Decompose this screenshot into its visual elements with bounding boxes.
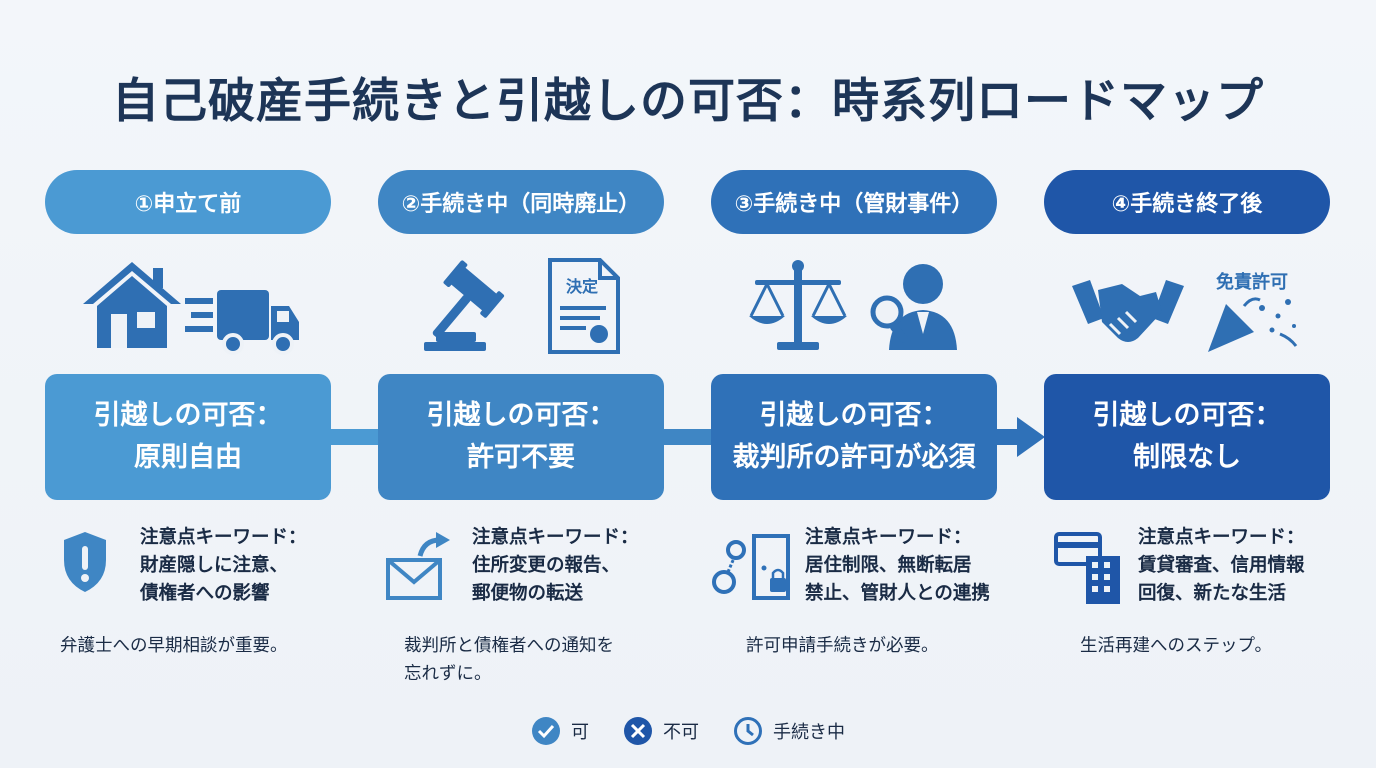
stage-2-keyword-title: 注意点キーワード： [472, 527, 639, 548]
stage-3-status: 引越しの可否： 裁判所の許可が必須 [711, 374, 997, 500]
stage-1-label: ①申立て前 [45, 170, 331, 234]
stage-4-keyword-line1: 賃貸審査、信用情報 [1138, 554, 1305, 576]
stage-3-keyword-line2: 禁止、管財人との連携 [805, 582, 990, 604]
legend-item-in-progress: 手続き中 [733, 716, 845, 746]
stage-2-keywords: 注意点キーワード： 住所変更の報告、 郵便物の転送 [472, 524, 639, 607]
cross-circle-icon [624, 717, 652, 745]
stage-4-icons: 免責許可 [1044, 256, 1330, 356]
connector-2-3 [664, 429, 711, 445]
celebration-text: 免責許可 [1216, 271, 1288, 293]
stage-1-keyword-line2: 債権者への影響 [140, 582, 270, 604]
gavel-icon [424, 260, 505, 351]
handcuff-door-icon [712, 534, 790, 600]
document-icon: 決定 [548, 258, 620, 354]
stage-2-note-line1: 裁判所と債権者への通知を [404, 636, 614, 656]
stage-1-status: 引越しの可否： 原則自由 [45, 374, 331, 500]
stage-1-note-line1: 弁護士への早期相談が重要。 [60, 636, 288, 656]
stage-3-status-line1: 引越しの可否： [759, 400, 949, 432]
connector-1-2 [331, 429, 378, 445]
stage-2-note-line2: 忘れずに。 [404, 664, 492, 684]
shield-warning-icon [64, 532, 106, 592]
trustee-icon [870, 264, 957, 350]
moving-truck-icon [185, 290, 299, 355]
stage-3-note: 許可申請手続きが必要。 [746, 632, 939, 660]
stage-4-status-line1: 引越しの可否： [1092, 400, 1282, 432]
house-icon [83, 262, 181, 348]
celebration-icon: 免責許可 [1208, 271, 1298, 352]
stage-3-keyword-title: 注意点キーワード： [805, 527, 972, 548]
stage-2-status: 引越しの可否： 許可不要 [378, 374, 664, 500]
legend-item-ng: 不可 [623, 716, 699, 746]
stage-2-keyword-line2: 郵便物の転送 [472, 582, 584, 604]
stage-4-keywords: 注意点キーワード： 賃貸審査、信用情報 回復、新たな生活 [1138, 524, 1305, 607]
check-circle-icon [532, 717, 560, 745]
stage-2-keyword-line1: 住所変更の報告、 [472, 554, 621, 576]
stage-2-status-line2: 許可不要 [467, 442, 575, 473]
stage-4-status-line2: 制限なし [1133, 442, 1241, 473]
stage-4-keyword-line2: 回復、新たな生活 [1138, 582, 1287, 604]
card-building-icon [1054, 532, 1120, 604]
stage-3-icons [711, 256, 997, 356]
stage-1-status-line2: 原則自由 [134, 442, 242, 473]
stage-1-keywords: 注意点キーワード： 財産隠しに注意、 債権者への影響 [140, 524, 307, 607]
stage-4-note-line1: 生活再建へのステップ。 [1080, 636, 1272, 656]
legend-label-in-progress: 手続き中 [773, 722, 845, 743]
stage-4-label: ④手続き終了後 [1044, 170, 1330, 234]
handshake-icon [1072, 280, 1184, 342]
stage-1-keyword-title: 注意点キーワード： [140, 527, 307, 548]
stage-3-keywords: 注意点キーワード： 居住制限、無断転居 禁止、管財人との連携 [805, 524, 990, 607]
mail-forward-icon [386, 532, 450, 600]
connector-arrow-3-4 [997, 417, 1045, 457]
clock-icon [734, 717, 762, 745]
stage-1-status-line1: 引越しの可否： [93, 400, 283, 432]
stage-3-label: ③手続き中（管財事件） [711, 170, 997, 234]
stage-2-icons: 決定 [378, 256, 664, 356]
document-text: 決定 [566, 277, 598, 296]
stage-2-status-line1: 引越しの可否： [426, 400, 616, 432]
stage-1-note: 弁護士への早期相談が重要。 [60, 632, 288, 660]
stage-2-note: 裁判所と債権者への通知を 忘れずに。 [404, 632, 614, 688]
stage-2-label: ②手続き中（同時廃止） [378, 170, 664, 234]
legend-label-ng: 不可 [663, 722, 699, 743]
scales-icon [749, 260, 847, 350]
legend-item-ok: 可 [531, 716, 589, 746]
stage-3-note-line1: 許可申請手続きが必要。 [746, 636, 939, 656]
stage-4-status: 引越しの可否： 制限なし [1044, 374, 1330, 500]
stage-3-status-line2: 裁判所の許可が必須 [732, 442, 976, 473]
stage-1-icons [45, 256, 331, 356]
stage-1-keyword-line1: 財産隠しに注意、 [140, 554, 289, 576]
legend-label-ok: 可 [571, 722, 589, 743]
page-title: 自己破産手続きと引越しの可否：時系列ロードマップ [112, 74, 1264, 129]
legend: 可 不可 手続き中 [0, 716, 1376, 746]
stage-4-keyword-title: 注意点キーワード： [1138, 527, 1305, 548]
stage-3-keyword-line1: 居住制限、無断転居 [805, 554, 972, 576]
stage-4-note: 生活再建へのステップ。 [1080, 632, 1272, 660]
